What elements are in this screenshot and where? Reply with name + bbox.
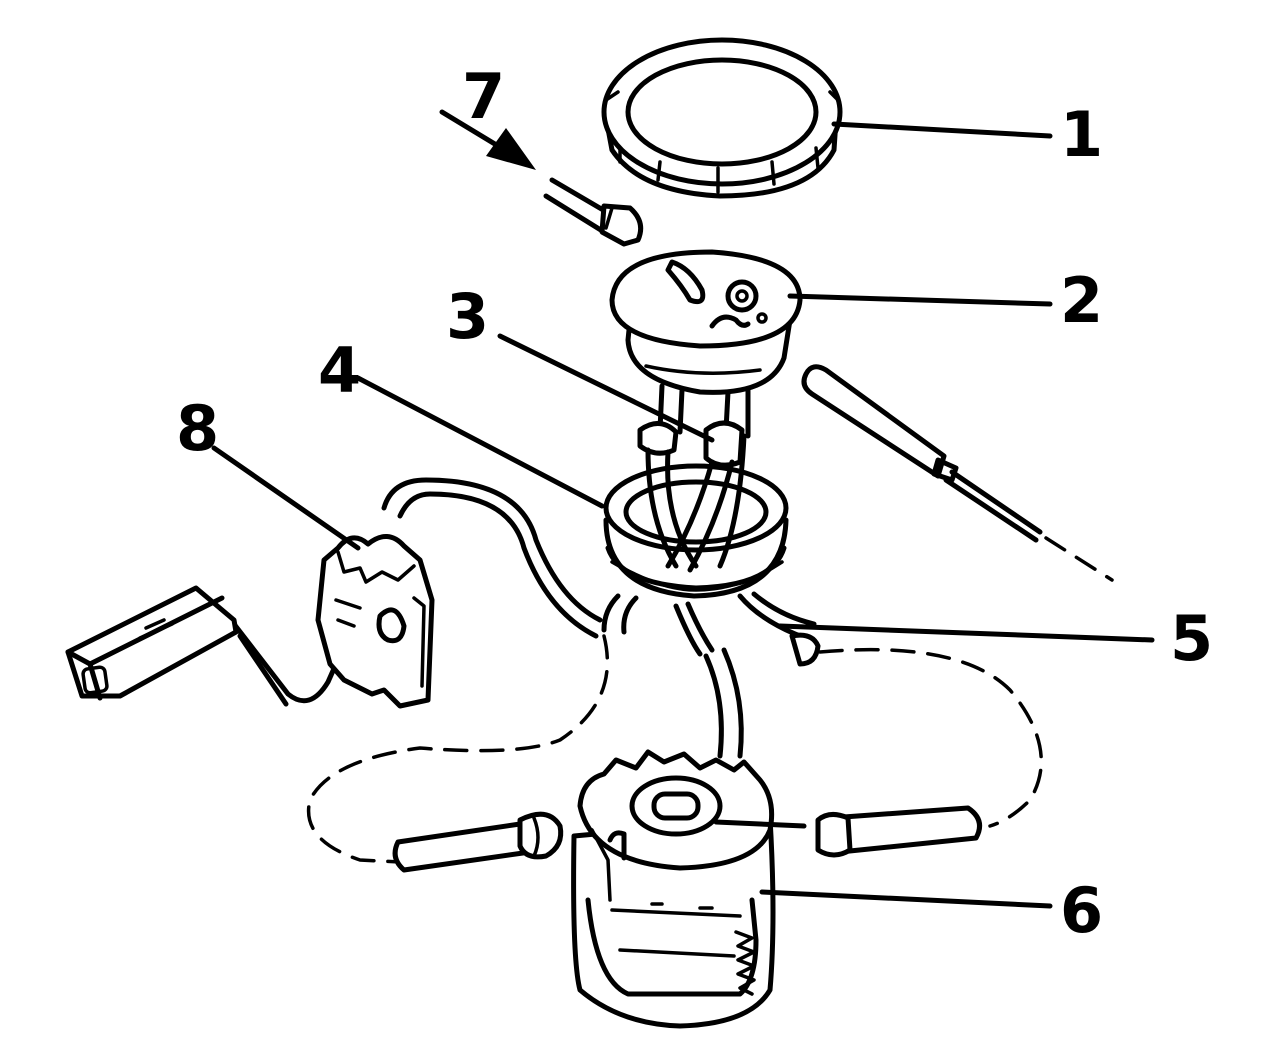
leader-2 bbox=[787, 293, 1053, 307]
leader-3 bbox=[497, 333, 715, 443]
sender-housing bbox=[315, 534, 435, 709]
leader-6 bbox=[759, 889, 1053, 909]
flange bbox=[609, 249, 803, 395]
lock-ring bbox=[601, 37, 843, 199]
pin-part bbox=[543, 177, 644, 247]
callout-5: 5 bbox=[1170, 602, 1213, 675]
callout-4: 4 bbox=[318, 334, 361, 407]
level-sender bbox=[801, 364, 1114, 582]
leader-lines bbox=[211, 121, 1155, 909]
arrow-7 bbox=[439, 109, 536, 170]
lower-hoses bbox=[601, 591, 821, 759]
callout-6: 6 bbox=[1060, 874, 1103, 947]
reservoir-hoses bbox=[392, 805, 983, 873]
leader-6b bbox=[713, 819, 807, 829]
leader-4 bbox=[355, 375, 605, 509]
callout-3: 3 bbox=[446, 280, 489, 353]
callout-8: 8 bbox=[176, 392, 219, 465]
callout-2: 2 bbox=[1060, 264, 1103, 337]
pump-reservoir bbox=[571, 749, 776, 1029]
leader-1 bbox=[831, 121, 1053, 139]
callout-7: 7 bbox=[462, 60, 505, 133]
callout-1: 1 bbox=[1060, 98, 1103, 171]
wiring bbox=[231, 477, 603, 707]
dashed-loops bbox=[306, 634, 1043, 864]
sealing-ring bbox=[603, 463, 789, 599]
leader-5 bbox=[777, 623, 1155, 643]
plug-connector bbox=[65, 585, 239, 701]
leader-8 bbox=[211, 445, 361, 551]
